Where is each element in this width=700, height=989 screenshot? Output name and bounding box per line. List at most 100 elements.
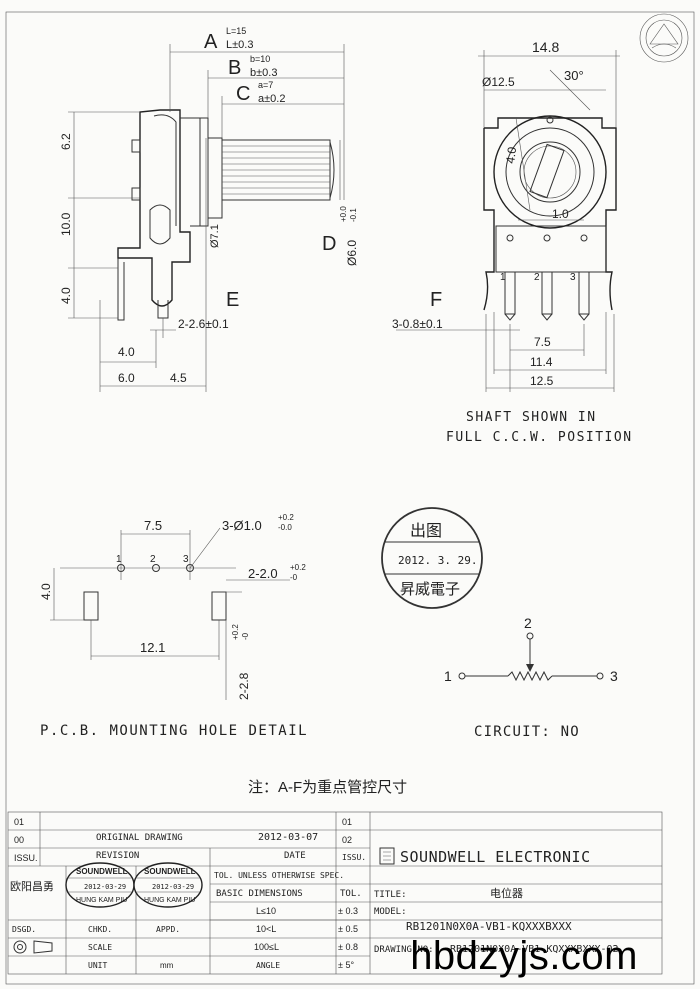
- seal2-bottom: HUNG KAM PIU: [144, 897, 195, 904]
- tb-angle: ANGLE: [256, 961, 280, 970]
- dim-D-tol-up: +0.0: [339, 206, 348, 222]
- tb-rev-02: 02: [342, 835, 352, 845]
- sheet-border: [5, 11, 695, 985]
- tb-tol3-value: ± 0.8: [338, 942, 358, 952]
- dim-phi-12-5: Ø12.5: [482, 75, 515, 89]
- dim-4-0-knob: 4.0: [503, 146, 519, 165]
- tb-scale: SCALE: [88, 943, 112, 952]
- pcb-pin-3: 3: [183, 554, 189, 565]
- pcb-pin-1: 1: [116, 554, 122, 565]
- front-pin-1: 1: [500, 272, 506, 283]
- dim-A-letter: A: [204, 31, 218, 53]
- stamp-bottom: 昇威電子: [400, 581, 460, 598]
- tb-designer: 欧阳昌勇: [10, 880, 54, 893]
- tb-tol2-value: ± 0.5: [338, 924, 358, 934]
- pcb-holes: 3-Ø1.0: [222, 518, 262, 533]
- dim-11-4: 11.4: [530, 355, 553, 369]
- dim-B-sub2: b±0.3: [250, 67, 277, 79]
- tb-rev-01: 01: [342, 817, 352, 827]
- dim-C-letter: C: [236, 83, 250, 105]
- pcb-dim-2-0: 2-2.0: [248, 566, 278, 581]
- pcb-dim-2-8-up: +0.2: [231, 624, 240, 640]
- dim-6-2: 6.2: [59, 133, 73, 150]
- stamp-top: 出图: [410, 522, 442, 540]
- front-dim-lines: [396, 50, 620, 392]
- tb-original-date: 2012-03-07: [258, 832, 318, 843]
- dim-12-5: 12.5: [530, 374, 554, 388]
- front-pin-2: 2: [534, 272, 540, 283]
- shaft-note-line2: FULL C.C.W. POSITION: [446, 430, 633, 445]
- tb-drawing-value: RB1201N0X0A-VB1-KQXXXBXXX-02: [450, 944, 619, 955]
- pcb-dim-2-0-up: +0.2: [290, 563, 306, 572]
- dim-D-letter: D: [322, 233, 336, 255]
- pcb-holes-tol-up: +0.2: [278, 513, 294, 522]
- tb-chkd: CHKD.: [88, 925, 112, 934]
- corner-logo: [639, 13, 689, 63]
- dim-4-5: 4.5: [170, 371, 187, 385]
- dim-14-8: 14.8: [532, 39, 559, 55]
- dim-7-5: 7.5: [534, 335, 551, 349]
- shaft-note-line1: SHAFT SHOWN IN: [466, 410, 597, 425]
- tb-dsgd: DSGD.: [12, 925, 36, 934]
- pcb-pin-2: 2: [150, 554, 156, 565]
- tb-tol1-value: ± 0.3: [338, 906, 358, 916]
- front-pin-3: 3: [570, 272, 576, 283]
- side-view: [117, 109, 335, 338]
- engineer-seal-2: [133, 862, 203, 908]
- dim-A-sub2: L±0.3: [226, 39, 253, 51]
- tb-tol1-range: L≤10: [256, 906, 276, 916]
- dim-phi-7-1: Ø7.1: [209, 224, 221, 248]
- circuit-node-3: 3: [610, 668, 618, 684]
- dim-10-0: 10.0: [59, 212, 73, 236]
- pcb-detail: [50, 527, 290, 700]
- seal1-bottom: HUNG KAM PIU: [76, 897, 127, 904]
- circuit-diagram: [458, 632, 604, 682]
- dim-C-sub1: a=7: [258, 80, 273, 90]
- engineer-seal-1: [65, 862, 135, 908]
- stamp-date: 2012. 3. 29.: [398, 554, 477, 567]
- tb-tol3-range: 100≤L: [254, 942, 279, 952]
- dim-D-value: Ø6.0: [345, 240, 359, 266]
- dim-E-letter: E: [226, 289, 239, 311]
- dim-F-letter: F: [430, 289, 442, 311]
- dim-F-value: 3-0.8±0.1: [392, 317, 443, 331]
- tb-tol-title: TOL. UNLESS OTHERWISE SPEC.: [214, 871, 344, 880]
- circuit-node-2: 2: [524, 615, 532, 631]
- tb-row-00: 00: [14, 835, 24, 845]
- pcb-holes-tol-dn: -0.0: [278, 523, 292, 532]
- tb-issu: ISSU.: [14, 853, 38, 863]
- title-block-grid: [7, 811, 663, 975]
- company-name: SOUNDWELL ELECTRONIC: [400, 848, 591, 866]
- company-logo-icon: [379, 847, 395, 865]
- pcb-dim-2-8: 2-2.8: [237, 672, 251, 700]
- pcb-dim-12-1: 12.1: [140, 640, 165, 655]
- dim-4-0-bottom: 4.0: [118, 345, 135, 359]
- dim-C-sub2: a±0.2: [258, 93, 285, 105]
- watermark: hbdzyjs.com: [410, 934, 638, 978]
- tb-date: DATE: [284, 851, 306, 861]
- dim-D-tol-dn: -0.1: [349, 208, 358, 222]
- dim-B-sub1: b=10: [250, 54, 270, 64]
- projection-symbol-icon: [13, 940, 53, 954]
- tb-model-value: RB1201N0X0A-VB1-KQXXXBXXX: [406, 920, 572, 933]
- dim-lines-left: [68, 111, 341, 392]
- tb-tol: TOL.: [340, 889, 362, 899]
- tb-revision: REVISION: [96, 851, 139, 861]
- front-view: [483, 115, 617, 321]
- dim-30-deg: 30°: [564, 68, 584, 83]
- tb-title-value: 电位器: [490, 886, 523, 900]
- seal2-date: 2012-03-29: [152, 883, 194, 891]
- tb-tol2-range: 10<L: [256, 924, 276, 934]
- tb-unit-value: mm: [160, 961, 174, 970]
- tb-title-label: TITLE:: [374, 890, 407, 900]
- dim-6-0: 6.0: [118, 371, 135, 385]
- chinese-note: 注：A-F为重点管控尺寸: [248, 779, 407, 796]
- tb-model-label: MODEL:: [374, 907, 407, 917]
- circuit-node-1: 1: [444, 668, 452, 684]
- seal2-top: SOUNDWELL: [144, 867, 196, 876]
- pcb-dim-2-8-dn: -0: [241, 632, 250, 640]
- seal1-top: SOUNDWELL: [76, 867, 128, 876]
- issued-stamp: [381, 507, 483, 609]
